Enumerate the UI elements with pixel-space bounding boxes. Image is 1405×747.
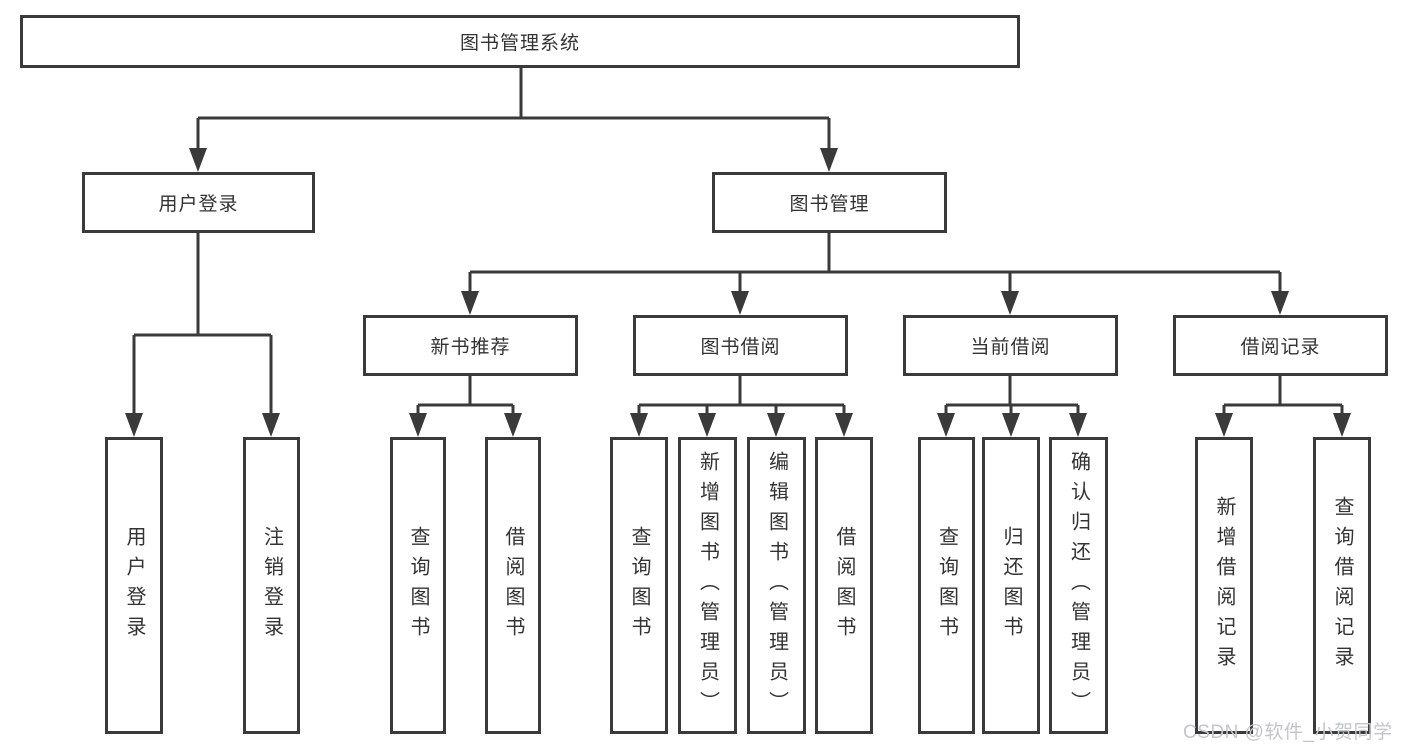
leaf-record-add-record: 新增借阅记录 xyxy=(1195,437,1253,734)
leaf-borrow-edit-books-admin: 编辑图书（管理员） xyxy=(747,437,806,734)
node-borrow-records: 借阅记录 xyxy=(1173,315,1388,376)
node-new-book-recommend: 新书推荐 xyxy=(363,315,578,376)
node-book-borrow: 图书借阅 xyxy=(633,315,848,376)
csdn-watermark: CSDN @软件_小贺同学 xyxy=(1183,722,1393,743)
leaf-borrow-add-books-admin: 新增图书（管理员） xyxy=(678,437,737,734)
leaf-current-confirm-return-admin: 确认归还（管理员） xyxy=(1049,437,1108,734)
node-book-management: 图书管理 xyxy=(712,172,947,233)
leaf-current-return-books: 归还图书 xyxy=(982,437,1040,734)
node-current-borrow: 当前借阅 xyxy=(903,315,1118,376)
leaf-borrow-borrow-books: 借阅图书 xyxy=(815,437,873,734)
leaf-borrow-query-books: 查询图书 xyxy=(610,437,668,734)
node-root: 图书管理系统 xyxy=(20,15,1020,68)
leaf-logout: 注销登录 xyxy=(243,437,300,734)
leaf-recommend-borrow-books: 借阅图书 xyxy=(485,437,541,734)
arrowheads xyxy=(125,148,1351,437)
leaf-current-query-books: 查询图书 xyxy=(918,437,975,734)
leaf-recommend-query-books: 查询图书 xyxy=(390,437,446,734)
leaf-user-login: 用户登录 xyxy=(105,437,163,734)
node-user-login: 用户登录 xyxy=(82,172,315,233)
leaf-record-query-record: 查询借阅记录 xyxy=(1313,437,1371,734)
